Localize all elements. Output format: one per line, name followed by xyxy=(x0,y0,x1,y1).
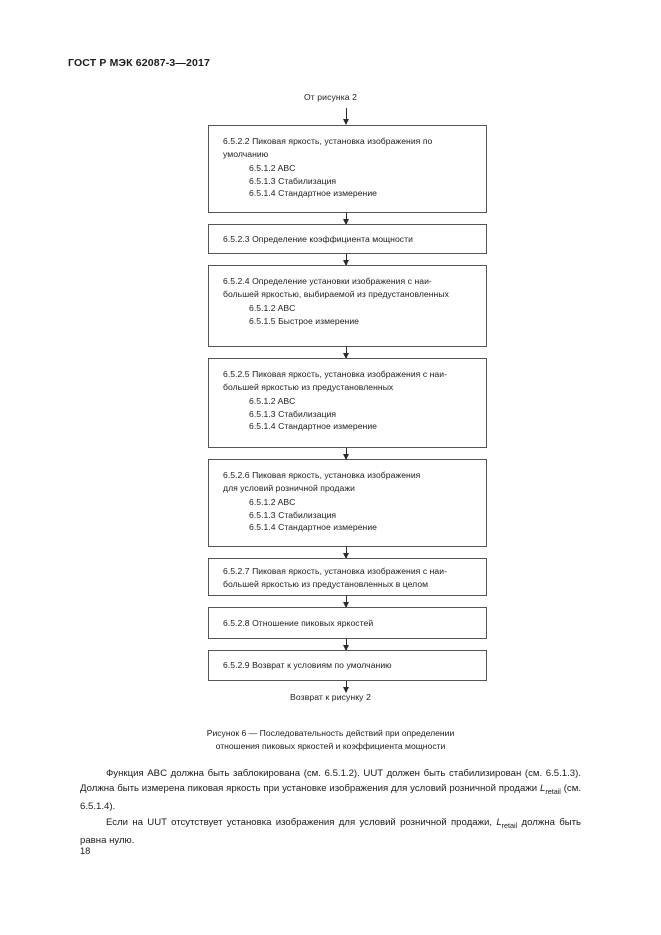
flow-box-title-line2: большей яркостью, выбираемой из предуста… xyxy=(223,288,449,299)
flow-box-substep: 6.5.1.3 Стабилизация xyxy=(249,509,337,520)
flow-box-substeps: 6.5.1.2 ABC 6.5.1.3 Стабилизация 6.5.1.4… xyxy=(249,496,474,534)
flow-box-substep: 6.5.1.4 Стандартное измерение xyxy=(249,188,378,199)
flow-arrow-1 xyxy=(343,213,349,225)
flow-box-6-5-2-3[interactable]: 6.5.2.3 Определение коэффициента мощност… xyxy=(208,224,487,254)
flow-arrow-3 xyxy=(343,347,349,359)
flow-box-title: 6.5.2.8 Отношение пиковых яркостей xyxy=(223,617,374,628)
flow-box-substep: 6.5.1.3 Стабилизация xyxy=(249,175,337,186)
flow-box-6-5-2-4[interactable]: 6.5.2.4 Определение установки изображени… xyxy=(208,265,487,347)
symbol-subscript: retail xyxy=(545,787,561,797)
flow-exit-label: Возврат к рисунку 2 xyxy=(290,692,371,702)
paragraph-1-text-b: (см. 6.5.1.4). xyxy=(80,783,581,813)
flow-box-substep: 6.5.1.2 ABC xyxy=(249,396,296,407)
flow-box-substep: 6.5.1.2 ABC xyxy=(249,303,296,314)
paragraph-1-text-a: Функция ABC должна быть заблокирована (с… xyxy=(80,768,581,795)
flow-box-substep: 6.5.1.4 Стандартное измерение xyxy=(249,421,378,432)
flow-box-title-line1: 6.5.2.6 Пиковая яркость, установка изобр… xyxy=(223,470,421,480)
flowchart: От рисунка 2 6.5.2.2 Пиковая яркость, ус… xyxy=(208,92,487,702)
flow-box-substep: 6.5.1.2 ABC xyxy=(249,163,296,174)
flow-box-substeps: 6.5.1.2 ABC 6.5.1.5 Быстрое измерение xyxy=(249,302,474,327)
flow-box-substep: 6.5.1.4 Стандартное измерение xyxy=(249,522,378,533)
flow-box-substep: 6.5.1.5 Быстрое измерение xyxy=(249,315,360,326)
flow-box-6-5-2-7[interactable]: 6.5.2.7 Пиковая яркость, установка изобр… xyxy=(208,558,487,596)
flow-arrow-4 xyxy=(343,448,349,460)
flow-box-6-5-2-5[interactable]: 6.5.2.5 Пиковая яркость, установка изобр… xyxy=(208,358,487,448)
flow-arrow-2 xyxy=(343,254,349,266)
flow-box-title-line1: 6.5.2.4 Определение установки изображени… xyxy=(223,276,432,286)
figure-caption-line2: отношения пиковых яркостей и коэффициент… xyxy=(215,740,446,751)
figure-caption: Рисунок 6 — Последовательность действий … xyxy=(0,727,661,752)
body-text: Функция ABC должна быть заблокирована (с… xyxy=(80,766,581,848)
flow-box-title-line1: 6.5.2.5 Пиковая яркость, установка изобр… xyxy=(223,369,447,379)
flow-arrow-7 xyxy=(343,639,349,651)
flow-box-6-5-2-8[interactable]: 6.5.2.8 Отношение пиковых яркостей xyxy=(208,607,487,639)
flow-box-title: 6.5.2.9 Возврат к условиям по умолчанию xyxy=(223,660,392,671)
flow-box-title-line2: большей яркостью из предустановленных xyxy=(223,381,394,392)
symbol-l-retail: Lretail xyxy=(539,783,561,797)
flow-box-substeps: 6.5.1.2 ABC 6.5.1.3 Стабилизация 6.5.1.4… xyxy=(249,162,474,200)
figure-caption-line1: Рисунок 6 — Последовательность действий … xyxy=(206,728,455,738)
flow-arrow-entry xyxy=(343,108,349,125)
symbol-subscript: retail xyxy=(501,820,518,830)
body-paragraph-1: Функция ABC должна быть заблокирована (с… xyxy=(80,766,581,815)
paragraph-2-text-b: должна быть равна нулю. xyxy=(80,816,581,846)
flow-arrow-exit xyxy=(343,681,349,693)
flow-entry-label: От рисунка 2 xyxy=(303,92,358,102)
page-number: 18 xyxy=(80,846,91,856)
flow-box-title-line2: для условий розничной продажи xyxy=(223,482,355,493)
document-header-standard-id: ГОСТ Р МЭК 62087-3—2017 xyxy=(68,57,210,69)
flow-box-title: 6.5.2.2 Пиковая яркость, установка изобр… xyxy=(223,136,433,159)
body-paragraph-2: Если на UUT отсутствует установка изобра… xyxy=(80,815,581,848)
flow-box-substep: 6.5.1.3 Стабилизация xyxy=(249,408,337,419)
flow-box-title-line1: 6.5.2.7 Пиковая яркость, установка изобр… xyxy=(223,566,447,576)
flow-arrow-5 xyxy=(343,547,349,559)
flow-box-6-5-2-2[interactable]: 6.5.2.2 Пиковая яркость, установка изобр… xyxy=(208,125,487,213)
flow-box-substep: 6.5.1.2 ABC xyxy=(249,497,296,508)
flow-box-6-5-2-9[interactable]: 6.5.2.9 Возврат к условиям по умолчанию xyxy=(208,650,487,681)
flow-box-title: 6.5.2.3 Определение коэффициента мощност… xyxy=(223,233,413,244)
flow-box-6-5-2-6[interactable]: 6.5.2.6 Пиковая яркость, установка изобр… xyxy=(208,459,487,547)
flow-box-substeps: 6.5.1.2 ABC 6.5.1.3 Стабилизация 6.5.1.4… xyxy=(249,395,474,433)
symbol-l: L xyxy=(539,783,546,795)
symbol-l-retail: Lretail xyxy=(496,816,518,830)
flow-box-title-line2: большей яркостью из предустановленных в … xyxy=(223,578,429,589)
symbol-l: L xyxy=(496,816,502,828)
flow-arrow-6 xyxy=(343,596,349,608)
paragraph-2-text-a: Если на UUT отсутствует установка изобра… xyxy=(106,816,497,828)
